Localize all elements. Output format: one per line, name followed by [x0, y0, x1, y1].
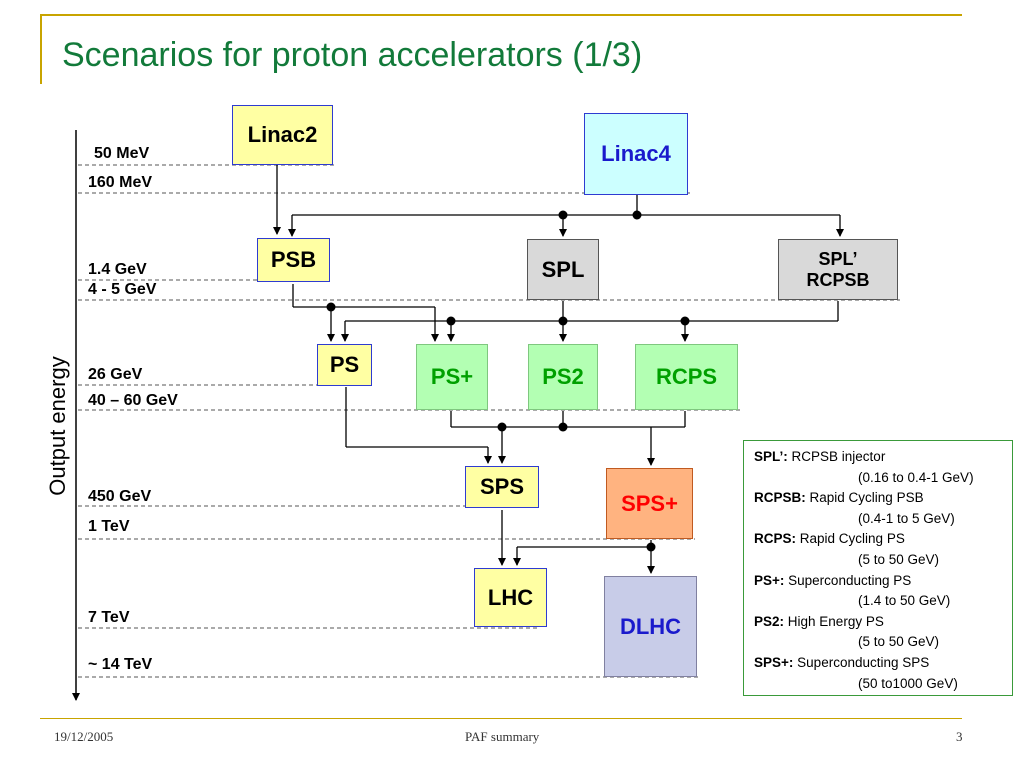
rcps-box: RCPS	[635, 344, 738, 410]
legend-range: (5 to 50 GeV)	[858, 551, 940, 567]
level-label: 26 GeV	[88, 366, 143, 383]
footer-date: 19/12/2005	[54, 729, 114, 744]
sps-plus-box: SPS+	[606, 468, 693, 539]
legend-entry: RCPS: Rapid Cycling PS	[754, 529, 1002, 550]
linac2-box: Linac2	[232, 105, 333, 165]
legend-range: (50 to1000 GeV)	[858, 675, 958, 691]
legend-range: (1.4 to 50 GeV)	[858, 593, 951, 609]
legend-desc: Rapid Cycling PS	[799, 531, 905, 547]
legend-entry: RCPSB: Rapid Cycling PSB	[754, 488, 1002, 509]
spl-box: SPL	[527, 239, 599, 300]
ps-box: PS	[317, 344, 372, 386]
legend-desc: RCPSB injector	[791, 449, 886, 464]
junction-dots	[326, 210, 690, 552]
level-label: 1 TeV	[88, 518, 130, 535]
legend-term: SPS+:	[754, 654, 794, 670]
psb-box: PSB	[257, 238, 330, 282]
legend-term: PS+:	[754, 572, 785, 588]
level-label: 50 MeV	[94, 145, 150, 162]
legend-term: RCPSB:	[754, 490, 806, 506]
legend-entry: SPS+: Superconducting SPS	[754, 653, 1002, 674]
level-label: 450 GeV	[88, 488, 152, 505]
lhc-box: LHC	[474, 568, 547, 627]
level-label: 1.4 GeV	[88, 261, 147, 278]
legend-desc: Rapid Cycling PSB	[809, 490, 924, 506]
legend-desc: Superconducting SPS	[797, 654, 930, 670]
axis-label: Output energy	[45, 356, 70, 496]
footer-title: PAF summary	[465, 729, 540, 744]
left-rule	[40, 14, 42, 84]
legend-range: (5 to 50 GeV)	[858, 634, 940, 650]
top-rule	[40, 14, 962, 16]
ps-plus-box: PS+	[416, 344, 488, 410]
level-label: 7 TeV	[88, 609, 130, 626]
legend-desc: Superconducting PS	[788, 572, 912, 588]
rcpsb-label: RCPSB	[806, 269, 870, 290]
page-title: Scenarios for proton accelerators (1/3)	[62, 36, 643, 74]
legend-entry: PS+: Superconducting PS	[754, 571, 1002, 592]
dlhc-box: DLHC	[604, 576, 697, 677]
legend-entry: PS2: High Energy PS	[754, 612, 1002, 633]
legend-term: PS2:	[754, 613, 785, 629]
legend-range: (0.4-1 to 5 GeV)	[858, 510, 955, 526]
footer-rule	[40, 718, 962, 719]
legend-range: (0.16 to 0.4-1 GeV)	[858, 469, 974, 485]
level-label: 4 - 5 GeV	[88, 281, 157, 298]
legend-term: RCPS:	[754, 531, 797, 547]
level-label: 40 – 60 GeV	[88, 392, 178, 409]
ps2-box: PS2	[528, 344, 598, 410]
level-lines	[78, 164, 900, 678]
legend-term: SPL’:	[754, 449, 788, 464]
spl-prime-label: SPL’	[818, 248, 858, 269]
page-number: 3	[956, 729, 963, 744]
legend-desc: High Energy PS	[787, 613, 884, 629]
spl-prime-rcpsb-box: SPL’ RCPSB	[778, 239, 898, 300]
sps-box: SPS	[465, 466, 539, 508]
level-label: ~ 14 TeV	[88, 656, 153, 673]
level-label: 160 MeV	[88, 174, 153, 191]
linac4-box: Linac4	[584, 113, 688, 195]
legend-box: SPL’: RCPSB injector (0.16 to 0.4-1 GeV)…	[743, 440, 1013, 696]
legend-entry: SPL’: RCPSB injector	[754, 447, 1002, 468]
